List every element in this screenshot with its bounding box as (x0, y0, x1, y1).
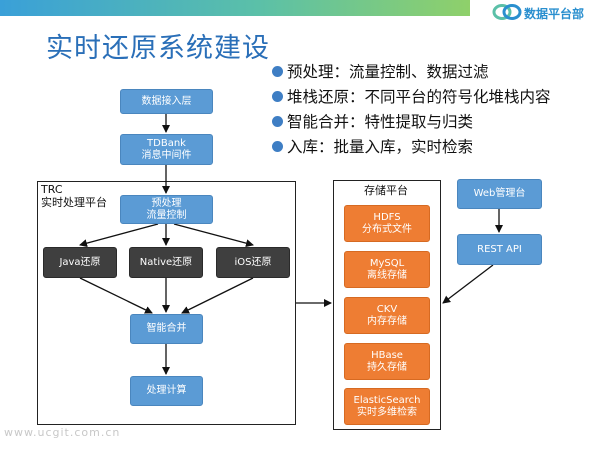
bullet-text: 预处理：流量控制、数据过滤 (287, 63, 489, 81)
bullet-item: 智能合并：特性提取与归类 (272, 110, 551, 135)
bullet-text: 智能合并：特性提取与归类 (287, 113, 474, 131)
arrow-rest-storage (442, 264, 494, 304)
logo: 数据平台部 (492, 2, 598, 26)
top-gradient-bar (0, 0, 470, 16)
bullet-list: 预处理：流量控制、数据过滤 堆栈还原：不同平台的符号化堆栈内容 智能合并：特性提… (272, 60, 551, 160)
rest-api-box: REST API (457, 234, 542, 265)
bullet-dot-icon (272, 116, 283, 127)
ingest-layer-box: 数据接入层 (120, 89, 213, 114)
storage-panel (333, 180, 441, 430)
arrow-preprocess-ios (173, 223, 254, 248)
bullet-text: 入库：批量入库，实时检索 (287, 138, 474, 156)
preprocess-box: 预处理流量控制 (120, 195, 213, 224)
arrow-java-merge (79, 277, 153, 314)
page-title: 实时还原系统建设 (46, 33, 270, 64)
arrow-ios-merge (181, 277, 254, 314)
bullet-item: 预处理：流量控制、数据过滤 (272, 60, 551, 85)
bullet-text: 堆栈还原：不同平台的符号化堆栈内容 (287, 88, 551, 106)
arrow-preprocess-java (79, 223, 159, 248)
watermark: www.ucgit.com.cn (4, 426, 121, 439)
bullet-dot-icon (272, 66, 283, 77)
smart-merge-box: 智能合并 (130, 314, 203, 344)
storage-panel-label: 存储平台 (364, 184, 408, 197)
logo-icon (492, 4, 522, 20)
bullet-dot-icon (272, 141, 283, 152)
bullet-item: 入库：批量入库，实时检索 (272, 135, 551, 160)
bullet-item: 堆栈还原：不同平台的符号化堆栈内容 (272, 85, 551, 110)
logo-text: 数据平台部 (524, 7, 585, 21)
trc-panel-label: TRC 实时处理平台 (41, 183, 107, 209)
ios-restore-box: iOS还原 (216, 247, 290, 278)
web-console-box: Web管理台 (457, 179, 542, 209)
compute-box: 处理计算 (130, 376, 203, 406)
java-restore-box: Java还原 (43, 247, 117, 278)
bullet-dot-icon (272, 91, 283, 102)
native-restore-box: Native还原 (129, 247, 203, 278)
